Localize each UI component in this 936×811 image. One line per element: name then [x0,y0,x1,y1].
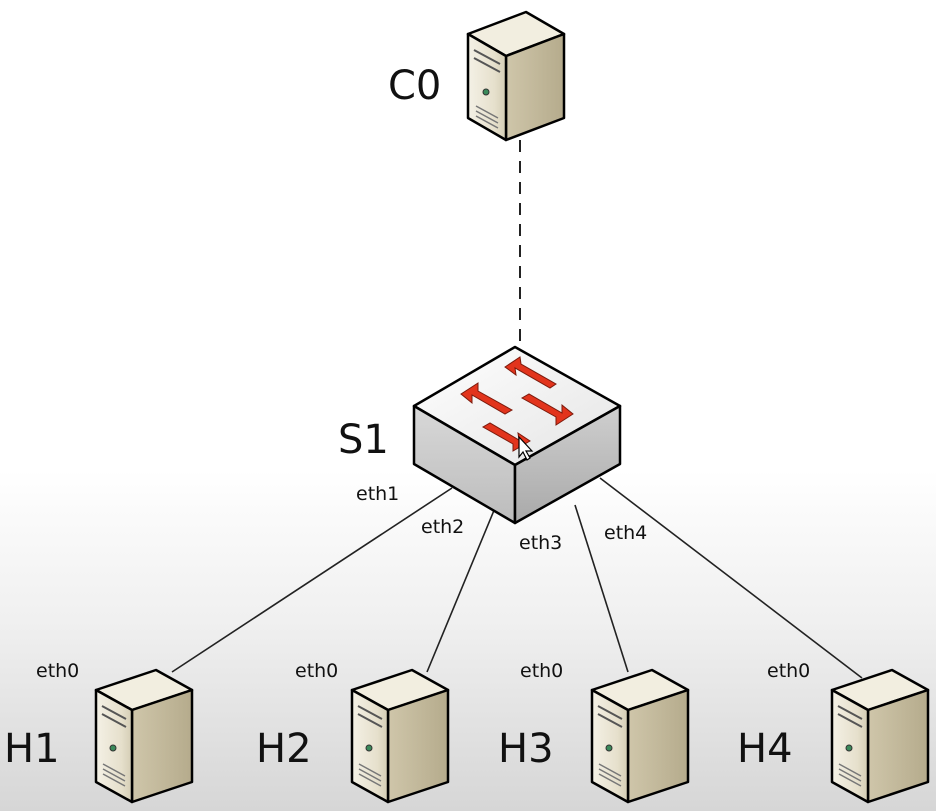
controller-c0: C0 [388,10,566,142]
server-icon [350,668,450,804]
links [171,140,863,679]
port-label-eth2: eth2 [421,516,464,538]
node-label-h3: H3 [498,726,554,772]
mouse-cursor-icon [518,435,534,461]
node-label-s1: S1 [338,417,389,463]
host-h2: H2 eth0 [256,660,450,804]
link-s1-h4 [599,477,863,679]
host-h3: H3 eth0 [498,660,690,804]
node-label-h1: H1 [4,726,60,772]
port-label-h2-eth0: eth0 [295,660,338,682]
node-label-h2: H2 [256,726,312,772]
server-icon [830,668,930,804]
server-icon [590,668,690,804]
server-icon [94,668,194,804]
link-s1-h2 [426,507,496,673]
port-label-h3-eth0: eth0 [520,660,563,682]
switch-arrows [460,356,574,452]
port-label-eth1: eth1 [356,483,399,505]
switch-icon [412,345,622,525]
port-label-h4-eth0: eth0 [767,660,810,682]
link-s1-h3 [574,504,629,673]
switch-s1: S1 eth1 eth2 eth3 eth4 [338,345,647,554]
link-s1-h1 [171,487,453,673]
port-label-h1-eth0: eth0 [36,660,79,682]
node-label-c0: C0 [388,63,441,109]
host-h4: H4 eth0 [737,660,930,804]
server-icon [466,10,566,142]
node-label-h4: H4 [737,726,793,772]
port-label-eth3: eth3 [519,532,562,554]
host-h1: H1 eth0 [4,660,194,804]
port-label-eth4: eth4 [604,522,647,544]
